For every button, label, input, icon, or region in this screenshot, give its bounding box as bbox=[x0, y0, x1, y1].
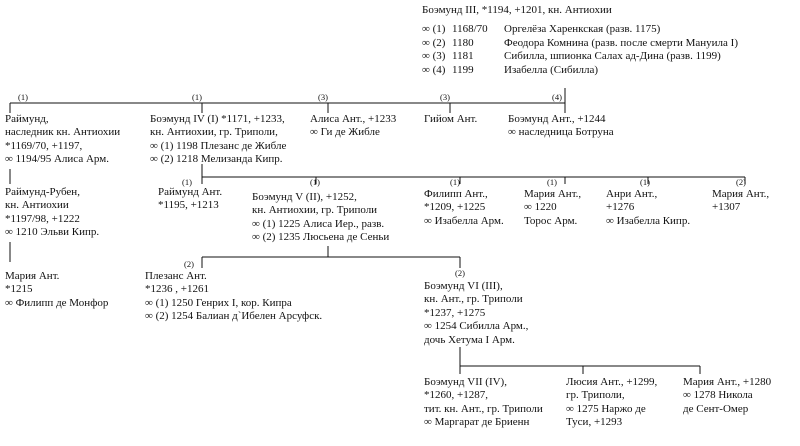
node-boemund-v: Боэмунд V (II), +1252, кн. Антиохии, гр.… bbox=[252, 191, 390, 244]
birth-order-label: (4) bbox=[552, 92, 562, 102]
node-maria-nicola: Мария Ант., +1280 ∞ 1278 Никола де Сент-… bbox=[683, 376, 772, 415]
birth-order-label: (1) bbox=[18, 92, 28, 102]
birth-order-label: (1) bbox=[182, 177, 192, 187]
node-lucia: Люсия Ант., +1299, гр. Триполи, ∞ 1275 Н… bbox=[566, 376, 658, 429]
birth-order-label: (1) bbox=[310, 177, 320, 187]
birth-order-label: (2) bbox=[455, 268, 465, 278]
node-raimund-ruben: Раймунд-Рубен, кн. Антиохии *1197/98, +1… bbox=[5, 186, 100, 239]
node-maria-monfor: Мария Ант. *1215 ∞ Филипп де Монфор bbox=[5, 270, 109, 309]
birth-order-label: (2) bbox=[736, 177, 746, 187]
birth-order-label: (1) bbox=[450, 177, 460, 187]
node-raimund: Раймунд, наследник кн. Антиохии *1169/70… bbox=[5, 113, 121, 166]
birth-order-label: (1) bbox=[640, 177, 650, 187]
node-henri: Анри Ант., +1276 ∞ Изабелла Кипр. bbox=[606, 188, 691, 227]
birth-order-label: (1) bbox=[547, 177, 557, 187]
node-boemund-iv: Боэмунд IV (I) *1171, +1233, кн. Антиохи… bbox=[150, 113, 287, 166]
root-name: Боэмунд III, *1194, +1201, кн. Антиохии bbox=[422, 4, 612, 16]
birth-order-label: (1) bbox=[192, 92, 202, 102]
node-philipp: Филипп Ант., *1209, +1225 ∞ Изабелла Арм… bbox=[424, 188, 504, 227]
node-guillaume: Гийом Ант. bbox=[424, 113, 478, 125]
node-boemund-vi: Боэмунд VI (III), кн. Ант., гр. Триполи … bbox=[424, 280, 529, 346]
node-boemund-vii: Боэмунд VII (IV), *1260, +1287, тит. кн.… bbox=[424, 376, 543, 429]
node-boemund-iii: Боэмунд III, *1194, +1201, кн. Антиохии … bbox=[422, 4, 738, 77]
node-maria-1307: Мария Ант., +1307 bbox=[712, 188, 770, 214]
node-boemund-sibylla-son: Боэмунд Ант., +1244 ∞ наследница Ботруна bbox=[508, 113, 614, 139]
node-raimund-ant: Раймунд Ант. *1195, +1213 bbox=[158, 186, 223, 212]
birth-order-label: (2) bbox=[184, 259, 194, 269]
node-maria-toros: Мария Ант., ∞ 1220 Торос Арм. bbox=[524, 188, 582, 227]
birth-order-label: (3) bbox=[440, 92, 450, 102]
node-alisa: Алиса Ант., +1233 ∞ Ги де Жибле bbox=[310, 113, 397, 139]
birth-order-label: (3) bbox=[318, 92, 328, 102]
node-plezans: Плезанс Ант. *1236 , +1261 ∞ (1) 1250 Ге… bbox=[145, 270, 323, 323]
